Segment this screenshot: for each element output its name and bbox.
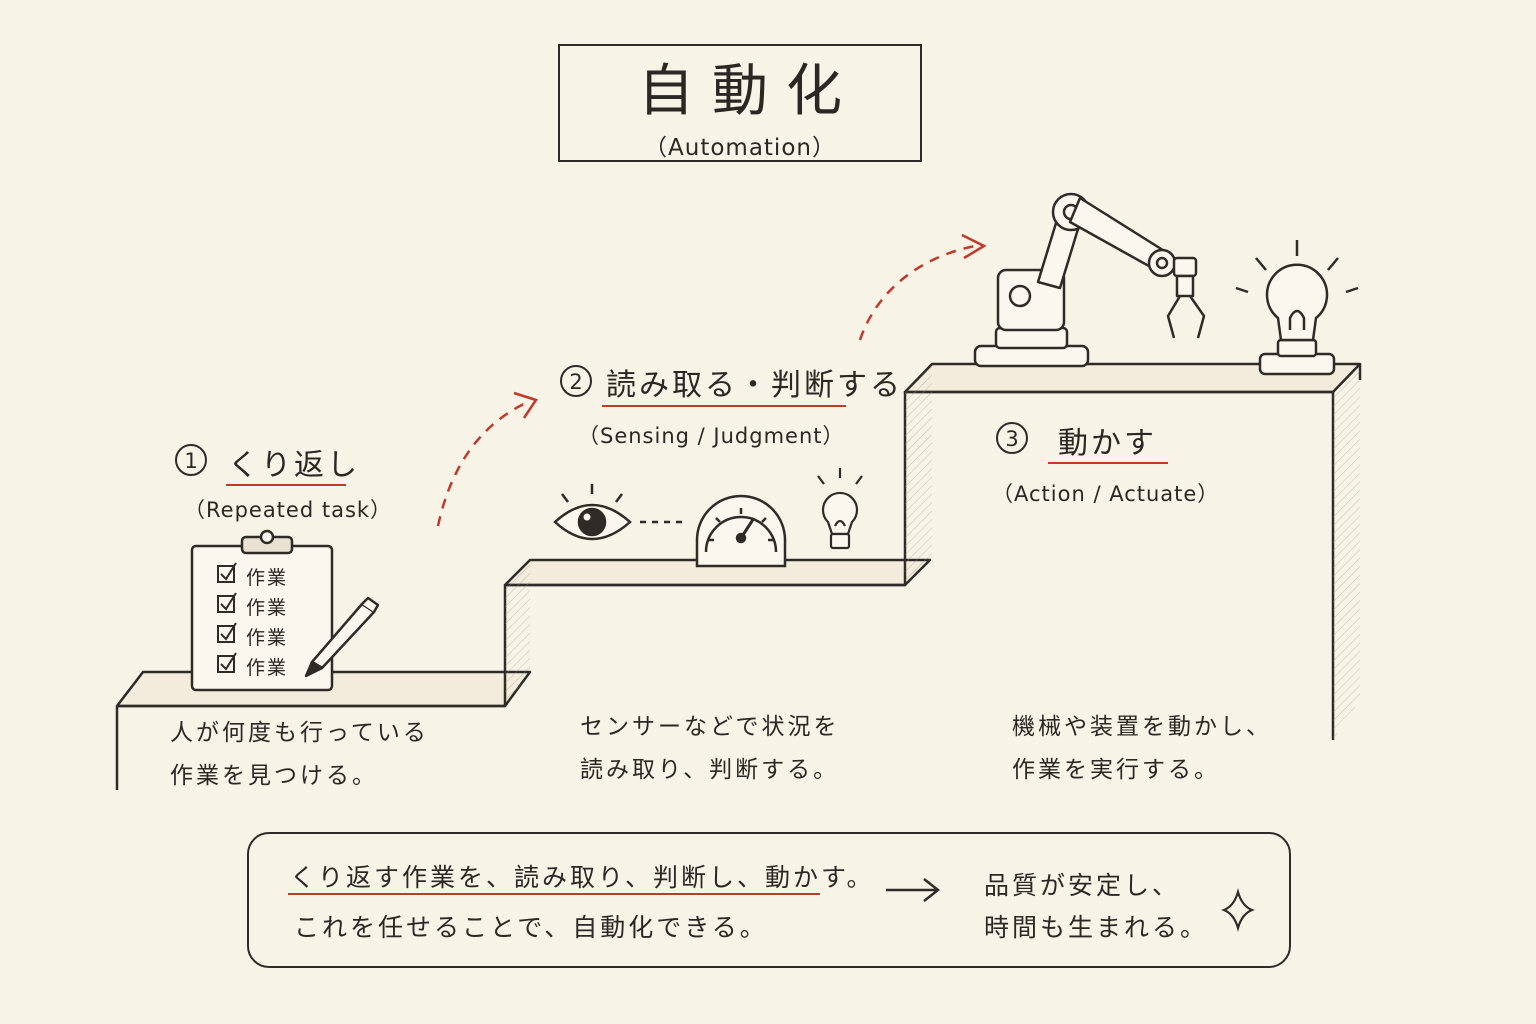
checklist-item: 作業 [246,597,289,619]
description-line: 読み取り、判断する。 [580,757,840,783]
step-3-label: 動かす [1058,426,1157,461]
summary-line-2: これを任せることで、自動化できる。 [294,913,768,942]
gauge-icon [695,494,787,568]
lightbulb-icon [1235,240,1359,376]
step-1-description: 人が何度も行っている 作業を見つける。 [170,712,429,798]
summary-box [247,832,1291,968]
page-subtitle: （Automation） [644,135,836,161]
description-line: 人が何度も行っている [170,720,429,746]
sparkle-icon [1221,888,1255,932]
step-2-description: センサーなどで状況を 読み取り、判断する。 [580,706,840,792]
step-shadow [905,364,932,585]
description-line: 作業を実行する。 [1012,757,1220,783]
arrow-head-icon [513,391,538,419]
summary-result-line-1: 品質が安定し、 [984,871,1181,900]
arrow-right-icon [886,878,941,902]
description-line: 作業を見つける。 [170,763,378,789]
summary-underline [288,893,820,895]
description-line: センサーなどで状況を [580,714,840,740]
flow-arrow [436,400,529,527]
checklist-item: 作業 [246,567,289,589]
description-line: 機械や装置を動かし、 [1012,714,1272,740]
checklist-item: 作業 [246,627,289,649]
summary-result-line-2: 時間も生まれる。 [984,913,1209,942]
step-2-number: 2 [560,365,592,397]
arrow-head-icon [961,233,987,260]
step-3-subtitle: （Action / Actuate） [992,482,1220,506]
step-3-number: 3 [996,422,1028,454]
eye-icon [553,484,632,541]
step-1-number: 1 [175,444,207,476]
step-1-label: くり返し [228,448,360,483]
step-1-underline [226,484,346,486]
checklist-item: 作業 [246,657,289,679]
step-3-underline [1048,462,1168,464]
step-2-subtitle: （Sensing / Judgment） [578,424,845,448]
step-shadow [1333,364,1360,740]
flow-arrow [858,244,976,341]
checkbox-icon [217,562,237,673]
title-box: 自動化 （Automation） [558,44,922,162]
page-title: 自動化 [638,59,860,124]
step-shadow [505,560,530,706]
step-3-description: 機械や装置を動かし、 作業を実行する。 [1012,706,1272,792]
step-2-label: 読み取る・判断する [606,368,903,403]
summary-line-1: くり返す作業を、読み取り、判断し、動かす。 [290,863,875,892]
step-2-underline [602,405,846,407]
lightbulb-icon [817,468,863,550]
step-1-subtitle: （Repeated task） [184,498,393,522]
pen-icon [304,596,380,678]
robot-arm-icon [973,192,1206,368]
